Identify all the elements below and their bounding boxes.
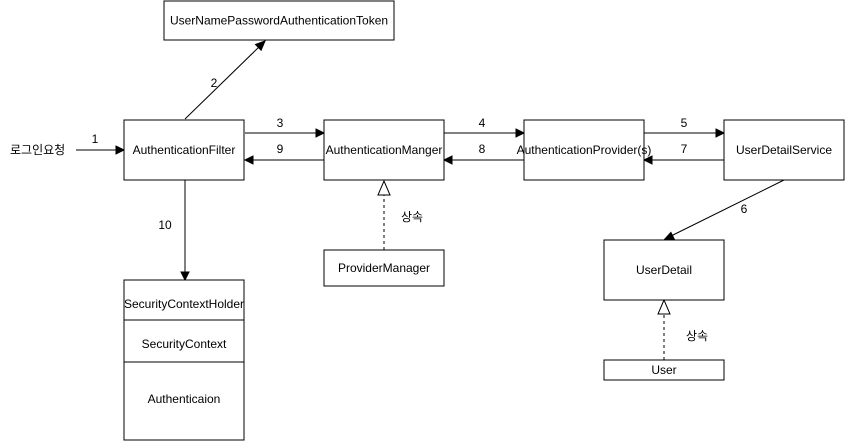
inheritance-user xyxy=(657,298,671,360)
inherit-user-label: 상속 xyxy=(686,329,708,343)
node-context-label: SecurityContext xyxy=(142,337,227,351)
node-filter-label: AuthenticationFilter xyxy=(133,143,236,157)
edge-10 xyxy=(180,180,190,282)
edge-8 xyxy=(442,155,524,165)
node-user-detail-service: UserDetailService xyxy=(723,119,845,181)
node-provider-manager-label: ProviderManager xyxy=(338,261,430,275)
node-holder-label: SecurityContextHolder xyxy=(124,297,244,311)
node-filter: AuthenticationFilter xyxy=(123,119,245,181)
edge-5-label: 5 xyxy=(681,116,688,130)
edge-2 xyxy=(184,40,266,120)
edge-6-label: 6 xyxy=(741,202,748,216)
edge-4 xyxy=(444,128,526,138)
edge-10-label: 10 xyxy=(158,218,172,232)
node-provider-manager: ProviderManager xyxy=(323,249,445,287)
login-request-label: 로그인요청 xyxy=(10,143,65,157)
node-user-label: User xyxy=(651,363,676,377)
node-security-context-holder: SecurityContextHolder SecurityContext Au… xyxy=(123,279,245,441)
node-user-detail-service-label: UserDetailService xyxy=(736,143,832,157)
node-user: User xyxy=(603,359,725,381)
edge-5 xyxy=(644,128,726,138)
edge-8-label: 8 xyxy=(479,142,486,156)
edge-3 xyxy=(245,128,326,138)
edge-4-label: 4 xyxy=(479,116,486,130)
node-authentication-label: Authenticaion xyxy=(148,392,221,406)
node-user-detail-label: UserDetail xyxy=(636,263,692,277)
edge-2-label: 2 xyxy=(211,76,218,90)
node-provider: AuthenticationProvider(s) xyxy=(517,119,652,181)
inheritance-provider-manager xyxy=(377,179,391,250)
node-manager: AuthenticationManger xyxy=(323,119,445,181)
node-manager-label: AuthenticationManger xyxy=(326,143,443,157)
node-token-label: UserNamePasswordAuthenticationToken xyxy=(170,14,388,28)
edge-7-label: 7 xyxy=(681,142,688,156)
edge-6 xyxy=(662,179,785,241)
inherit-provider-manager-label: 상속 xyxy=(401,210,423,224)
edge-9-label: 9 xyxy=(277,142,284,156)
edge-7 xyxy=(642,155,724,165)
edge-1 xyxy=(76,145,126,155)
node-token: UserNamePasswordAuthenticationToken xyxy=(163,0,395,41)
edge-1-label: 1 xyxy=(92,132,99,146)
node-user-detail: UserDetail xyxy=(603,239,725,301)
edge-9 xyxy=(243,155,324,165)
node-provider-label: AuthenticationProvider(s) xyxy=(517,143,652,157)
edge-3-label: 3 xyxy=(277,116,284,130)
